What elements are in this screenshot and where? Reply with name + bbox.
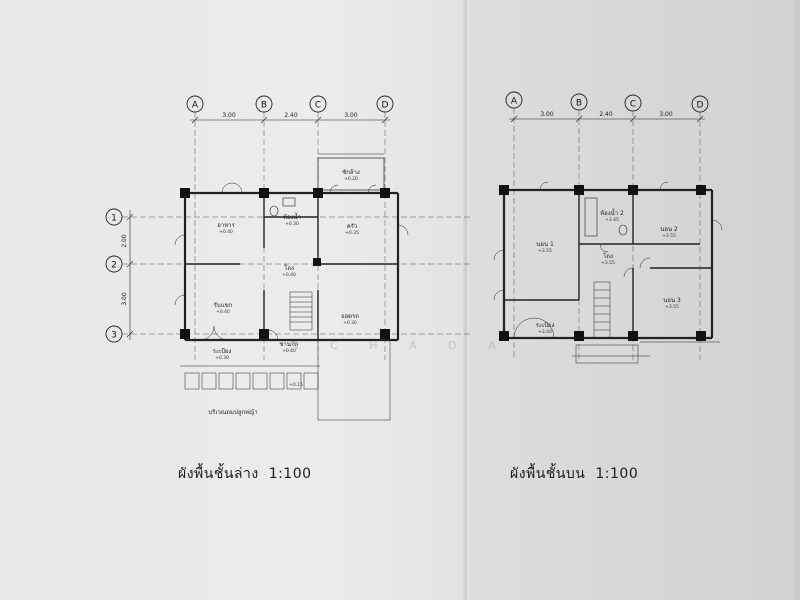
ground-veranda-level: +0.30 [215,355,229,361]
ground-dining-level: +0.40 [219,229,233,235]
ground-terrace-name: ชักล้าง [342,169,360,176]
ground-grid-label-2: 2 [111,261,117,271]
ground-grid-row-1: 1 [105,208,123,226]
upper-grid-label-d: D [697,101,704,111]
page-fold [463,0,469,600]
ground-floor-caption: ผังพื้นชั้นล่าง 1:100 [178,463,312,485]
ground-parking-name: จอดรถ [341,313,359,320]
ground-dim-bc: 2.40 [284,112,298,119]
upper-floor-caption: ผังพื้นชั้นบน 1:100 [510,463,638,485]
ground-dining-name: อาหาร [217,222,235,229]
upper-bed1-level: +3.55 [538,248,552,254]
upper-bath2-name: ห้องน้ำ 2 [600,207,624,217]
ground-porch-level: +0.40 [282,348,296,354]
upper-room-labels: นอน 1 +3.55 ห้องน้ำ 2 +3.45 นอน 2 +3.55 … [536,207,681,335]
upper-hall-level: +3.55 [601,260,615,266]
ground-grid-column-c: C [309,95,327,113]
ground-kitchen-name: ครัว [347,223,358,230]
ground-bath-name: ห้องน้ำ [283,211,301,221]
ground-floor-plan: A B C D 1 2 3 [105,95,470,421]
ground-living-name: รับแขก [214,302,233,309]
ground-dim-12: 2.00 [121,234,128,248]
ground-hall-level: +0.40 [282,272,296,278]
upper-floor-plan: A B C D 3.00 2.40 3.00 [493,91,723,364]
ground-parking-level: +0.30 [343,320,357,326]
ground-hall-name: โถง [284,264,294,272]
upper-grid-column-c: C [624,94,642,112]
upper-dim-cd: 3.00 [659,111,673,118]
ground-dim-23: 3.00 [121,292,128,306]
ground-veranda-name: ระเบียง [213,347,232,355]
upper-grid-label-a: A [511,97,518,107]
ground-grid-column-a: A [186,95,204,113]
upper-floor-scale: 1:100 [595,466,639,482]
upper-bed3-name: นอน 3 [663,297,681,304]
upper-balcony-level: +3.40 [538,329,552,335]
ground-floor-title: ผังพื้นชั้นล่าง [178,466,259,482]
upper-grid-column-b: B [570,93,588,111]
upper-grid-label-b: B [576,99,582,109]
ground-grid-column-b: B [255,95,273,113]
ground-grid-label-d: D [382,101,389,111]
upper-grid-column-d: D [691,95,709,113]
watermark-text: N C H A D A [290,339,509,352]
upper-dim-ab: 3.00 [540,111,554,118]
ground-grid-label-a: A [192,101,199,111]
ground-dim-ab: 3.00 [222,112,236,119]
upper-dim-bc: 2.40 [599,111,613,118]
ground-bath-level: +0.30 [285,221,299,227]
ground-grid-label-c: C [315,101,321,111]
ground-grid-row-3: 3 [105,325,123,343]
ground-kitchen-level: +0.35 [345,230,359,236]
upper-bed2-level: +3.55 [662,233,676,239]
upper-bed1-name: นอน 1 [536,241,554,248]
upper-bed2-name: นอน 2 [660,226,678,233]
upper-floor-title: ผังพื้นชั้นบน [510,466,586,482]
upper-bed3-level: +3.55 [665,304,679,310]
upper-grid-label-c: C [630,100,636,110]
upper-bath2-level: +3.45 [605,217,619,223]
ground-room-labels: ชักล้าง +0.20 อาหาร +0.40 ห้องน้ำ +0.30 … [208,169,359,416]
ground-living-level: +0.40 [216,309,230,315]
ground-garden-note: บริเวณถมปลูกหญ้า [208,409,257,416]
ground-small-level: +0.15 [289,382,303,388]
upper-grid-column-a: A [505,91,523,109]
ground-porch-name: ชานพัก [279,341,298,348]
upper-hall-name: โถง [603,252,613,260]
upper-balcony-name: ระเบียง [536,321,555,329]
ground-terrace-level: +0.20 [344,176,358,182]
ground-grid-column-d: D [376,95,394,113]
ground-grid-row-2: 2 [105,255,123,273]
ground-grid-label-3: 3 [111,331,117,341]
paper-edge [795,0,800,600]
ground-floor-scale: 1:100 [268,466,312,482]
ground-grid-label-1: 1 [111,214,117,224]
ground-grid-label-b: B [261,101,267,111]
ground-dim-cd: 3.00 [344,112,358,119]
